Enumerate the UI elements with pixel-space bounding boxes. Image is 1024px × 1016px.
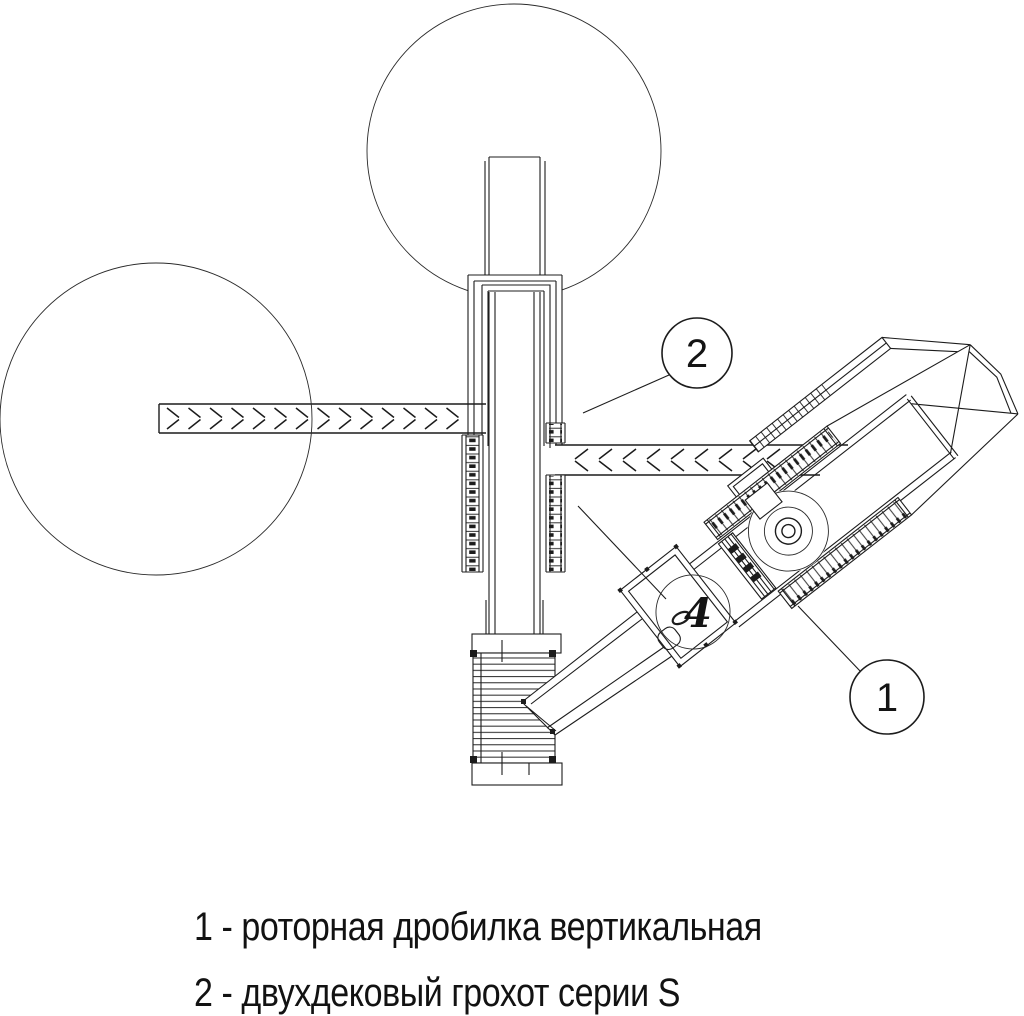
crusher-unit xyxy=(617,336,1019,669)
legend-line-2: 2 - двухдековый грохот серии S xyxy=(194,971,680,1015)
leader-line-1 xyxy=(797,605,862,673)
leader-dot-4 xyxy=(671,610,691,626)
part-label-4-number: 4 xyxy=(684,590,712,637)
stockpile-circle-left xyxy=(0,262,313,576)
callout-1-number: 1 xyxy=(876,676,898,720)
legend-line-1: 1 - роторная дробилка вертикальная xyxy=(194,905,762,949)
crusher-feed-hopper xyxy=(826,336,1019,516)
callout-2-number: 2 xyxy=(686,332,708,376)
leader-line-4 xyxy=(577,505,667,600)
crusher-rotor-circle xyxy=(655,574,731,650)
crusher-drive-motor xyxy=(744,482,830,573)
feeder-box xyxy=(470,633,563,786)
screen-tower-fins xyxy=(461,422,566,573)
feed-conveyor xyxy=(158,403,486,434)
part-label-4: 4 xyxy=(577,505,712,637)
discharge-chute xyxy=(521,611,673,736)
leader-line-2 xyxy=(582,374,670,414)
callout-2: 2 xyxy=(582,317,733,414)
callout-1: 1 xyxy=(797,605,925,735)
